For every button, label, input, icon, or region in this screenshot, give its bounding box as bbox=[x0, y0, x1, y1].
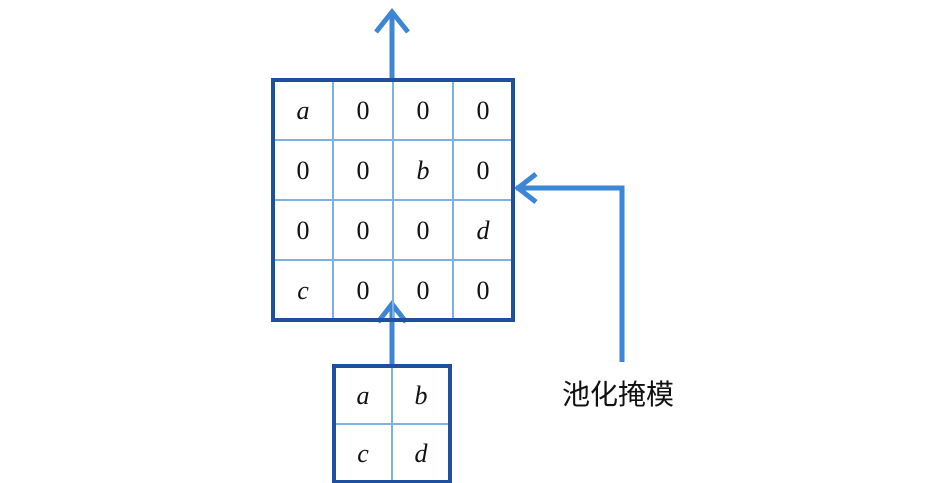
output-matrix-cell: 0 bbox=[477, 96, 490, 125]
output-matrix: a 0 0 0 0 0 b 0 0 0 0 d c 0 0 0 bbox=[271, 78, 515, 322]
input-matrix-cell: c bbox=[357, 439, 369, 468]
output-matrix-cell: d bbox=[477, 216, 491, 245]
input-matrix-frame bbox=[332, 364, 452, 483]
output-matrix-cell: 0 bbox=[297, 216, 310, 245]
input-matrix-cell: b bbox=[415, 381, 428, 410]
input-matrix: a b c d bbox=[332, 364, 452, 483]
output-matrix-frame bbox=[271, 78, 515, 322]
output-matrix-cell: 0 bbox=[417, 276, 430, 305]
output-matrix-cell: 0 bbox=[477, 156, 490, 185]
output-matrix-cell: 0 bbox=[417, 96, 430, 125]
output-matrix-cell: a bbox=[297, 96, 310, 125]
output-matrix-cell: c bbox=[297, 276, 309, 305]
output-matrix-cell: 0 bbox=[357, 156, 370, 185]
output-matrix-cell: 0 bbox=[417, 216, 430, 245]
mask-arrow bbox=[513, 172, 625, 362]
output-arrow bbox=[374, 7, 410, 80]
output-matrix-cell: b bbox=[417, 156, 430, 185]
input-matrix-cell: d bbox=[415, 439, 429, 468]
output-matrix-cell: 0 bbox=[297, 156, 310, 185]
output-matrix-cell: 0 bbox=[357, 216, 370, 245]
pooling-mask-label: 池化掩模 bbox=[562, 378, 674, 411]
output-matrix-cell: 0 bbox=[477, 276, 490, 305]
output-matrix-cell: 0 bbox=[357, 276, 370, 305]
output-matrix-cell: 0 bbox=[357, 96, 370, 125]
input-matrix-cell: a bbox=[357, 381, 370, 410]
